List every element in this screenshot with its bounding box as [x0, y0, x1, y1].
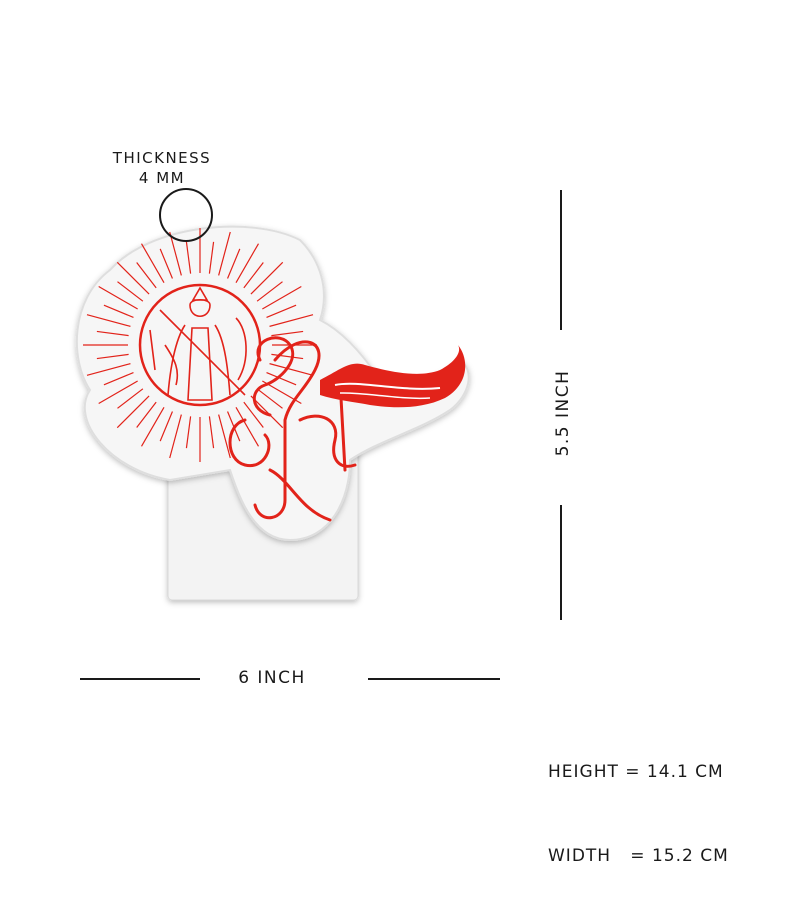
product-illustration [75, 188, 470, 601]
height-rule-bottom [560, 505, 562, 620]
spec-height: HEIGHT = 14.1 CM [548, 762, 724, 782]
sun-ray [266, 371, 297, 386]
sun-ray [96, 353, 129, 360]
sun-ray [256, 281, 283, 302]
sun-ray [103, 371, 134, 386]
sun-ray [218, 414, 231, 459]
sun-ray [271, 353, 304, 360]
spec-width: WIDTH = 15.2 CM [548, 846, 729, 866]
size-specs: HEIGHT = 14.1 CM WIDTH = 15.2 CM [548, 702, 729, 898]
sun-ray [169, 231, 182, 276]
sun-ray [208, 416, 215, 449]
sun-ray [243, 262, 264, 289]
sun-ray [159, 411, 174, 442]
sun-ray [103, 304, 134, 319]
sun-ray [185, 241, 192, 274]
sun-ray [116, 261, 150, 295]
saffron-flag [320, 345, 466, 408]
height-dimension-label: 5.5 INCH [553, 369, 573, 457]
sun-ray [136, 262, 157, 289]
sun-ray [271, 330, 304, 337]
sun-ray [117, 281, 144, 302]
sun-ray [218, 231, 231, 276]
sun-ray [262, 285, 302, 310]
sun-ray [116, 395, 150, 429]
thickness-value: 4 MM [138, 169, 186, 187]
sun-ray [235, 243, 260, 283]
sun-ray [140, 243, 165, 283]
sun-ray [169, 414, 182, 459]
sun-ray [235, 407, 260, 447]
calligraphy-flag [228, 336, 357, 522]
width-dimension-label: 6 INCH [238, 668, 306, 688]
sun-ray [269, 314, 314, 327]
width-rule-left [80, 678, 200, 680]
sun-ray [226, 248, 241, 279]
sun-ray [98, 285, 138, 310]
thickness-indicator-circle [159, 188, 213, 242]
sun-ray [250, 261, 284, 295]
sun-ray [250, 395, 284, 429]
sun-ray [243, 401, 264, 428]
sun-ray [256, 388, 283, 409]
sun-ray [98, 380, 138, 405]
sun-ray [86, 314, 131, 327]
thickness-label: THICKNESS 4 MM [92, 148, 232, 188]
sun-ray [136, 401, 157, 428]
sun-ray [208, 241, 215, 274]
sun-rays [83, 228, 317, 462]
sun-ray [269, 363, 314, 376]
height-rule-top [560, 190, 562, 330]
sun-ray [96, 330, 129, 337]
sun-ray [159, 248, 174, 279]
thickness-title: THICKNESS [112, 149, 212, 167]
sun-ray [185, 416, 192, 449]
sun-ray [140, 407, 165, 447]
sun-ray [117, 388, 144, 409]
width-rule-right [368, 678, 500, 680]
sun-ray [86, 363, 131, 376]
sun-ray [266, 304, 297, 319]
